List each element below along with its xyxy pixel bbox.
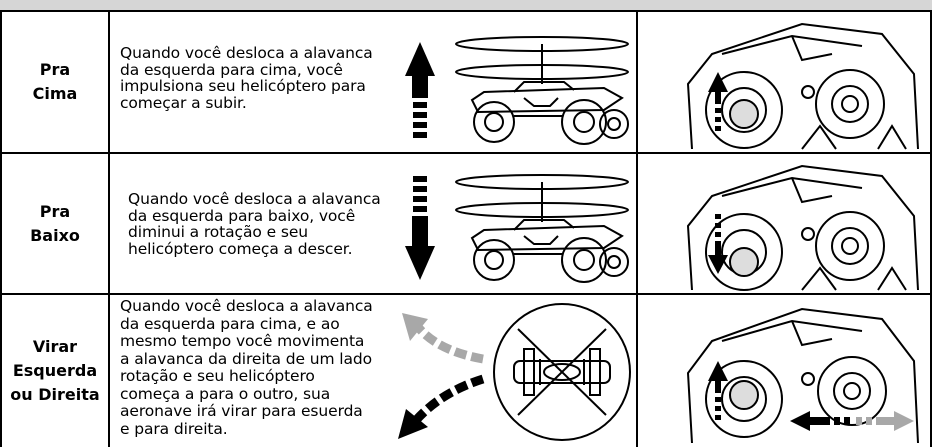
table-header-band: [0, 0, 932, 12]
row-label-up: Pra Cima: [32, 60, 78, 103]
table-row-down: Pra Baixo Quando você desloca a alavanca…: [2, 154, 930, 295]
row-description-up: Quando você desloca a alavanca da esquer…: [120, 44, 373, 112]
row-description-turn: Quando você desloca a alavanca da esquer…: [120, 297, 373, 438]
row-label-down: Pra Baixo: [30, 201, 80, 245]
column-divider: [636, 12, 638, 152]
controller-icon: [686, 22, 919, 150]
helicopter-side-icon: [455, 174, 629, 283]
controller-icon: [686, 307, 919, 444]
column-divider: [636, 295, 638, 447]
column-divider: [108, 295, 110, 447]
curved-turn-arrows-icon: [398, 313, 485, 439]
table-body: Pra Cima Quando você desloca a alavanca …: [0, 12, 932, 447]
column-divider: [636, 154, 638, 293]
table-row-turn: Virar Esquerda ou Direita Quando você de…: [2, 295, 930, 447]
row-label-turn: Virar Esquerda ou Direita: [10, 337, 100, 404]
controller-icon: [686, 164, 919, 291]
row-description-down: Quando você desloca a alavanca da esquer…: [128, 190, 381, 258]
helicopter-side-icon: [455, 36, 629, 145]
column-divider: [108, 154, 110, 293]
column-divider: [108, 12, 110, 152]
helicopter-top-icon: [493, 303, 631, 441]
up-arrow-icon: [405, 42, 435, 138]
table-row-up: Pra Cima Quando você desloca a alavanca …: [2, 12, 930, 154]
down-arrow-icon: [405, 176, 435, 280]
